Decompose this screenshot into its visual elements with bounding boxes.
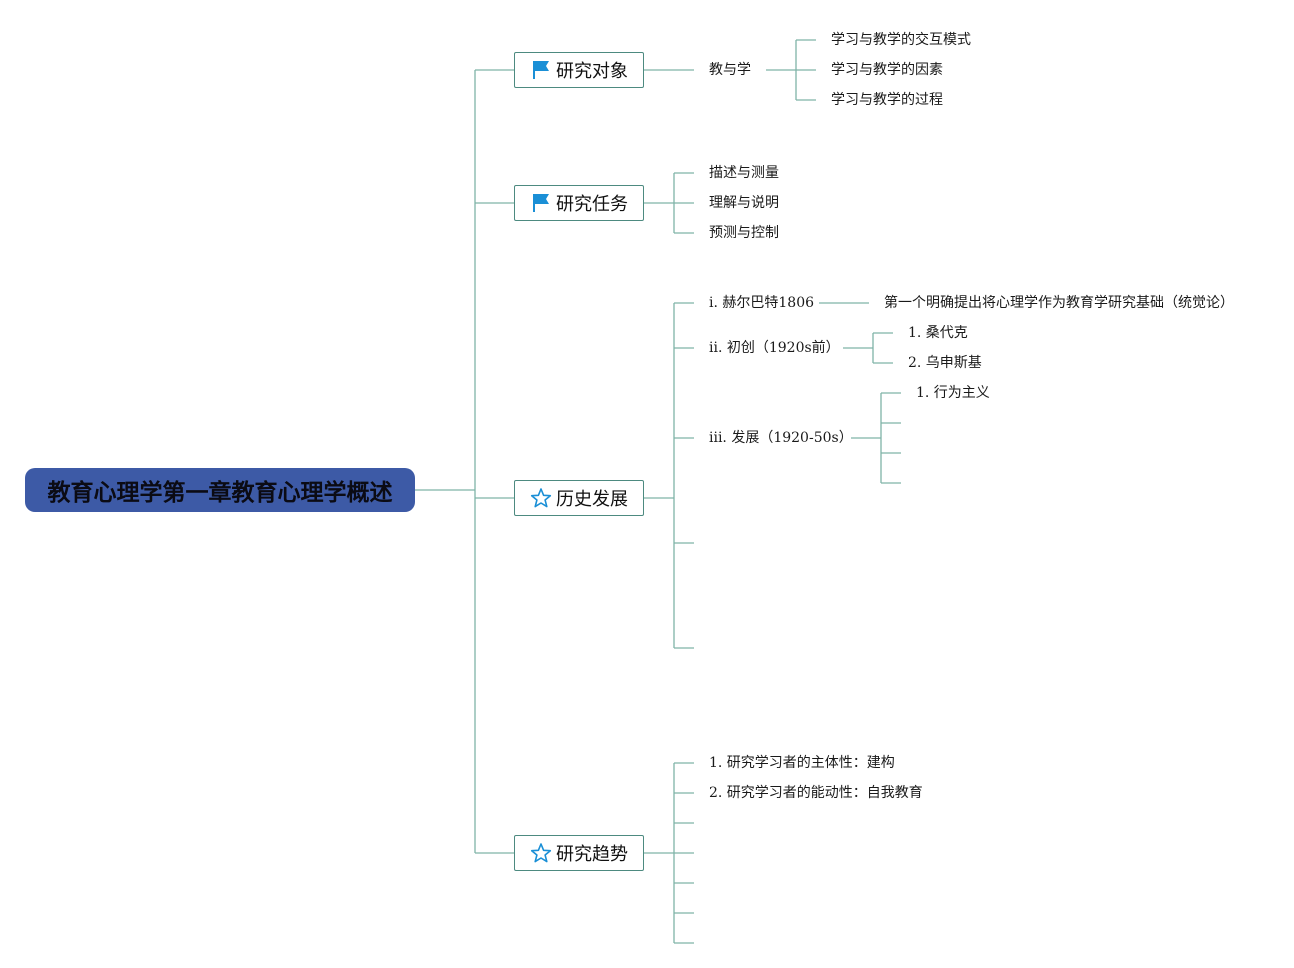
node-history-development[interactable]: iii. 发展（1920-50s） xyxy=(709,430,853,446)
topic-research-task[interactable]: 研究任务 xyxy=(514,185,644,221)
node-history-development-child[interactable]: 1. 行为主义 xyxy=(916,385,990,401)
topic-research-object[interactable]: 研究对象 xyxy=(514,52,644,88)
topic-trend[interactable]: 研究趋势 xyxy=(514,835,644,871)
root-node[interactable]: 教育心理学第一章教育心理学概述 xyxy=(25,468,415,512)
star-icon xyxy=(530,842,552,864)
node-trend-child[interactable]: 1. 研究学习者的主体性：建构 xyxy=(709,755,895,771)
topic-history[interactable]: 历史发展 xyxy=(514,480,644,516)
node-history-early-child[interactable]: 1. 桑代克 xyxy=(908,325,968,341)
node-object-child[interactable]: 学习与教学的过程 xyxy=(831,92,943,108)
node-task-child[interactable]: 理解与说明 xyxy=(709,195,779,211)
topic-label: 历史发展 xyxy=(556,489,628,510)
topic-label: 研究任务 xyxy=(556,194,628,215)
node-history-early-child[interactable]: 2. 乌申斯基 xyxy=(908,355,982,371)
node-history-early[interactable]: ii. 初创（1920s前） xyxy=(709,340,840,356)
node-teach-learn[interactable]: 教与学 xyxy=(709,62,751,78)
node-trend-child[interactable]: 2. 研究学习者的能动性：自我教育 xyxy=(709,785,923,801)
node-object-child[interactable]: 学习与教学的交互模式 xyxy=(831,32,971,48)
node-task-child[interactable]: 预测与控制 xyxy=(709,225,779,241)
flag-icon xyxy=(530,192,552,214)
node-object-child[interactable]: 学习与教学的因素 xyxy=(831,62,943,78)
flag-icon xyxy=(530,59,552,81)
topic-label: 研究对象 xyxy=(556,61,628,82)
root-title: 教育心理学第一章教育心理学概述 xyxy=(47,480,393,506)
node-task-child[interactable]: 描述与测量 xyxy=(709,165,779,181)
node-history-herbart-note[interactable]: 第一个明确提出将心理学作为教育学研究基础（统觉论） xyxy=(884,295,1234,311)
star-icon xyxy=(530,487,552,509)
topic-label: 研究趋势 xyxy=(556,844,628,865)
node-history-herbart[interactable]: i. 赫尔巴特1806 xyxy=(709,295,815,311)
